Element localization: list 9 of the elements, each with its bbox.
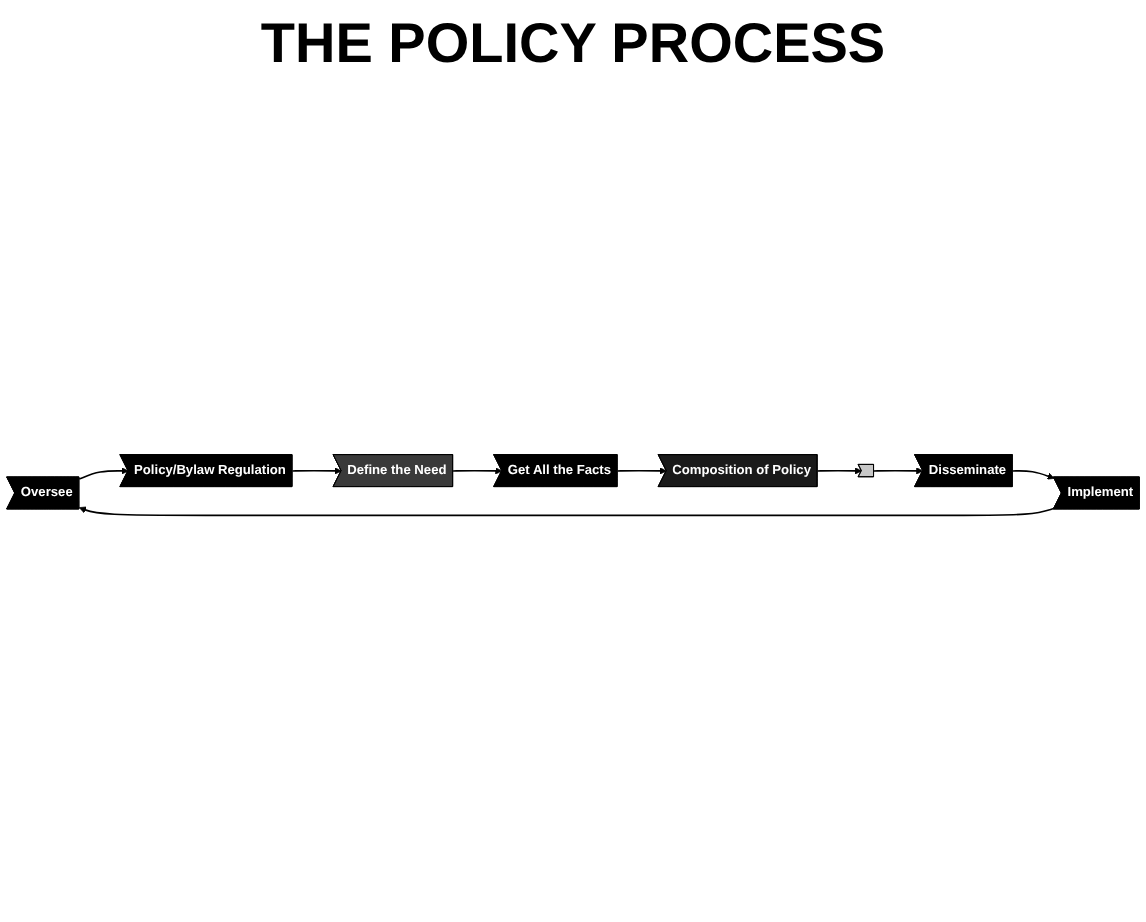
diagram-title: THE POLICY PROCESS: [258, 12, 888, 76]
arrow: [616, 467, 667, 475]
arrow: [873, 467, 924, 475]
arrow: [452, 467, 503, 475]
arrow: [78, 506, 1056, 517]
arrow: [816, 467, 862, 475]
arrow: [78, 467, 129, 480]
arrow: [1011, 470, 1055, 480]
arrow: [291, 467, 342, 475]
